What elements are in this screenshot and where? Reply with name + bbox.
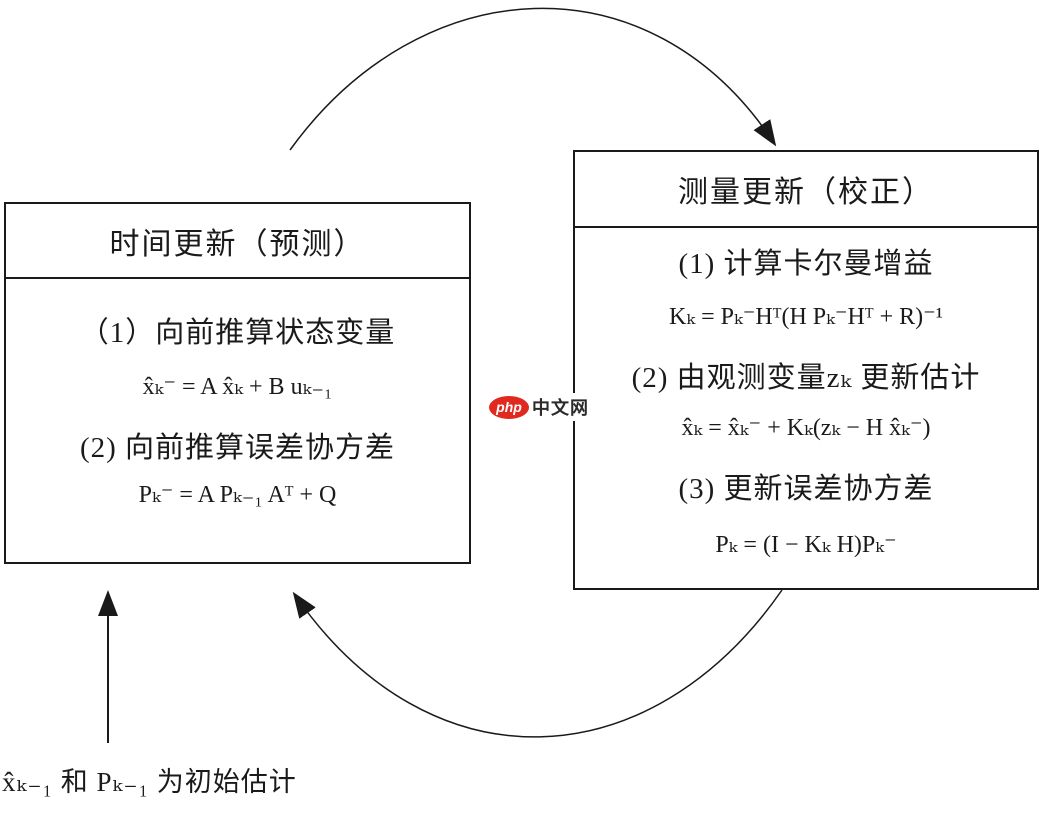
time-update-step1-equation: x̂ₖ⁻ = A x̂ₖ + B uₖ₋₁ (142, 374, 333, 400)
initial-estimate-footnote: x̂ₖ₋₁ 和 Pₖ₋₁ 为初始估计 (2, 767, 297, 797)
time-update-step2-equation: Pₖ⁻ = A Pₖ₋₁ Aᵀ + Q (138, 482, 337, 508)
cycle-arrow-top (289, 7, 777, 151)
cycle-arrow-bottom (292, 589, 783, 738)
measurement-step2-equation: x̂ₖ = x̂ₖ⁻ + Kₖ(zₖ − H x̂ₖ⁻) (681, 415, 931, 441)
time-update-step1-label: （1）向前推算状态变量 (79, 317, 396, 349)
watermark: php 中文网 (487, 393, 591, 421)
measurement-update-header: 测量更新（校正） (575, 152, 1037, 228)
measurement-update-title: 测量更新（校正） (678, 176, 934, 209)
measurement-step1-label: (1) 计算卡尔曼增益 (678, 248, 934, 280)
php-logo-icon: php (489, 395, 529, 419)
measurement-step3-equation: Pₖ = (I − Kₖ H)Pₖ⁻ (715, 532, 897, 558)
measurement-step3-label: (3) 更新误差协方差 (678, 473, 934, 505)
time-update-box: 时间更新（预测） （1）向前推算状态变量 x̂ₖ⁻ = A x̂ₖ + B uₖ… (4, 202, 471, 564)
measurement-step1-equation: Kₖ = Pₖ⁻Hᵀ(H Pₖ⁻Hᵀ + R)⁻¹ (669, 304, 943, 330)
measurement-update-box: 测量更新（校正） (1) 计算卡尔曼增益 Kₖ = Pₖ⁻Hᵀ(H Pₖ⁻Hᵀ … (573, 150, 1039, 590)
measurement-step2-label: (2) 由观测变量zₖ 更新估计 (631, 362, 981, 394)
time-update-title: 时间更新（预测） (109, 227, 366, 261)
watermark-site-text: 中文网 (532, 398, 589, 418)
time-update-step2-label: (2) 向前推算误差协方差 (79, 432, 396, 464)
time-update-header: 时间更新（预测） (6, 204, 469, 279)
